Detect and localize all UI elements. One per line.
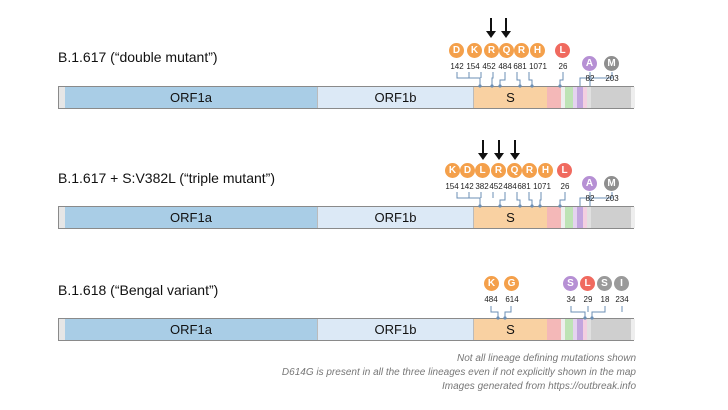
mutation-circle: Q [507, 163, 522, 178]
mutation-circle: L [475, 163, 490, 178]
mutation-position: 29 [583, 295, 593, 304]
mutation-circle: L [555, 43, 570, 58]
mutation-position: 1071 [529, 62, 547, 71]
mutation-position: 452 [482, 62, 496, 71]
mutation-position: 614 [505, 295, 519, 304]
mutation-circle: H [538, 163, 553, 178]
footnote: Images generated from https://outbreak.i… [442, 381, 636, 392]
mutation-circle: A [582, 176, 597, 191]
mutation-circle: L [557, 163, 572, 178]
mutation-position: 26 [558, 62, 568, 71]
gene-orf3a [547, 319, 561, 340]
mutation-circle: L [580, 276, 595, 291]
gene-n [591, 319, 631, 340]
mutation-position: 1071 [533, 182, 551, 191]
mutation-position: 452 [489, 182, 503, 191]
gene-orf3a [547, 87, 561, 108]
lineage-title-b1617: B.1.617 (“double mutant”) [58, 49, 218, 65]
gene-m [565, 87, 573, 108]
footnote: D614G is present in all the three lineag… [281, 367, 636, 378]
mutation-circle: R [484, 43, 499, 58]
mutation-circle: S [563, 276, 578, 291]
genome-map-b1618: ORF1a ORF1b S [58, 318, 635, 341]
genome-map-b1617-v382l: ORF1a ORF1b S [58, 206, 635, 229]
mutation-circle: D [460, 163, 475, 178]
mutation-position: 681 [513, 62, 527, 71]
gene-s: S [473, 87, 547, 108]
gene-orf1a: ORF1a [65, 87, 317, 108]
mutation-position: 26 [560, 182, 570, 191]
mutation-circle: K [445, 163, 460, 178]
mutation-circle: I [614, 276, 629, 291]
mutation-position: 681 [517, 182, 531, 191]
mutation-position: 484 [503, 182, 517, 191]
footnote: Not all lineage defining mutations shown [457, 353, 636, 364]
gene-orf1b: ORF1b [317, 207, 473, 228]
gene-s: S [473, 207, 547, 228]
gene-orf1a: ORF1a [65, 207, 317, 228]
mutation-position: 82 [585, 74, 595, 83]
mutation-circle: S [597, 276, 612, 291]
gene-n [591, 207, 631, 228]
gene-m [565, 207, 573, 228]
mutation-circle: K [484, 276, 499, 291]
mutation-circle: K [467, 43, 482, 58]
mutation-circle: A [582, 56, 597, 71]
mutation-position: 382 [475, 182, 489, 191]
mutation-position: 18 [600, 295, 610, 304]
mutation-position: 154 [445, 182, 459, 191]
mutation-circle: R [491, 163, 506, 178]
mutation-circle: G [504, 276, 519, 291]
gene-orf3a [547, 207, 561, 228]
mutation-position: 203 [605, 74, 619, 83]
mutation-position: 142 [460, 182, 474, 191]
lineage-title-b1617-v382l: B.1.617 + S:V382L (“triple mutant”) [58, 170, 275, 186]
lineage-title-b1618: B.1.618 (“Bengal variant”) [58, 282, 219, 298]
mutation-circle: Q [499, 43, 514, 58]
gene-orf1b: ORF1b [317, 319, 473, 340]
mutation-circle: H [530, 43, 545, 58]
mutation-position: 82 [585, 194, 595, 203]
mutation-circle: D [449, 43, 464, 58]
mutation-position: 484 [484, 295, 498, 304]
gene-s: S [473, 319, 547, 340]
gene-orf1a: ORF1a [65, 319, 317, 340]
mutation-position: 203 [605, 194, 619, 203]
mutation-position: 484 [498, 62, 512, 71]
mutation-circle: M [604, 176, 619, 191]
mutation-position: 142 [450, 62, 464, 71]
gene-orf1b: ORF1b [317, 87, 473, 108]
mutation-circle: M [604, 56, 619, 71]
genome-map-b1617: ORF1a ORF1b S [58, 86, 635, 109]
gene-m [565, 319, 573, 340]
mutation-position: 234 [615, 295, 629, 304]
mutation-position: 34 [566, 295, 576, 304]
gene-n [591, 87, 631, 108]
mutation-circle: R [522, 163, 537, 178]
mutation-position: 154 [466, 62, 480, 71]
mutation-circle: R [514, 43, 529, 58]
